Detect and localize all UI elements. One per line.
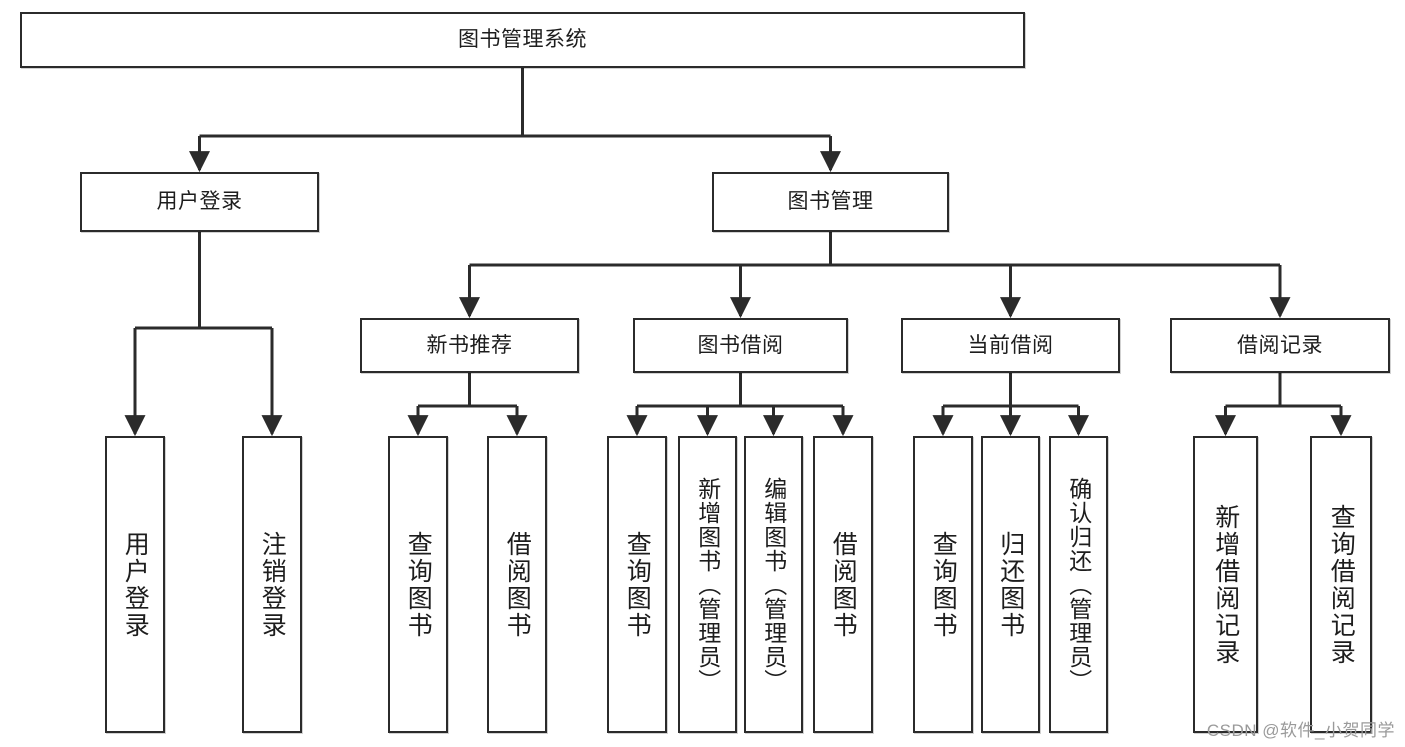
node-newbook[interactable]: 新书推荐 xyxy=(360,318,579,373)
node-leaf-edit-book[interactable]: 编辑图书（管理员） xyxy=(744,436,803,733)
node-leaf-confirm-return[interactable]: 确认归还（管理员） xyxy=(1049,436,1108,733)
node-label: 新书推荐 xyxy=(426,333,513,357)
node-root[interactable]: 图书管理系统 xyxy=(20,12,1025,68)
node-leaf-search-book-3[interactable]: 查询图书 xyxy=(913,436,973,733)
node-label: 图书管理 xyxy=(787,190,874,214)
node-label: 图书借阅 xyxy=(697,333,784,357)
node-leaf-return-book[interactable]: 归还图书 xyxy=(981,436,1040,733)
node-label: 查询图书 xyxy=(929,530,958,639)
watermark: CSDN @软件_小贺同学 xyxy=(1206,721,1395,740)
node-label: 编辑图书（管理员） xyxy=(760,476,787,693)
node-leaf-add-book[interactable]: 新增图书（管理员） xyxy=(678,436,737,733)
node-label: 图书管理系统 xyxy=(458,28,587,52)
node-label: 用户登录 xyxy=(121,530,150,639)
node-label: 当前借阅 xyxy=(967,333,1054,357)
node-label: 借阅图书 xyxy=(829,530,858,639)
node-leaf-borrow-book-1[interactable]: 借阅图书 xyxy=(487,436,547,733)
node-label: 注销登录 xyxy=(258,530,287,639)
node-current[interactable]: 当前借阅 xyxy=(901,318,1120,373)
node-bookmgr[interactable]: 图书管理 xyxy=(712,172,949,232)
node-leaf-search-book-2[interactable]: 查询图书 xyxy=(607,436,667,733)
node-login[interactable]: 用户登录 xyxy=(80,172,319,232)
node-leaf-search-record[interactable]: 查询借阅记录 xyxy=(1310,436,1372,733)
node-label: 归还图书 xyxy=(996,530,1025,639)
node-label: 新增图书（管理员） xyxy=(694,476,721,693)
node-leaf-search-book-1[interactable]: 查询图书 xyxy=(388,436,448,733)
node-label: 确认归还（管理员） xyxy=(1065,476,1092,693)
node-borrow[interactable]: 图书借阅 xyxy=(633,318,848,373)
node-records[interactable]: 借阅记录 xyxy=(1170,318,1390,373)
node-label: 查询借阅记录 xyxy=(1327,503,1356,666)
node-leaf-borrow-book-2[interactable]: 借阅图书 xyxy=(813,436,873,733)
node-leaf-user-logout[interactable]: 注销登录 xyxy=(242,436,302,733)
node-leaf-add-record[interactable]: 新增借阅记录 xyxy=(1193,436,1258,733)
node-label: 查询图书 xyxy=(623,530,652,639)
node-label: 借阅记录 xyxy=(1237,333,1323,357)
node-label: 新增借阅记录 xyxy=(1211,503,1240,666)
node-label: 查询图书 xyxy=(404,530,433,639)
node-label: 用户登录 xyxy=(156,190,243,214)
node-label: 借阅图书 xyxy=(503,530,532,639)
node-leaf-user-login[interactable]: 用户登录 xyxy=(105,436,165,733)
